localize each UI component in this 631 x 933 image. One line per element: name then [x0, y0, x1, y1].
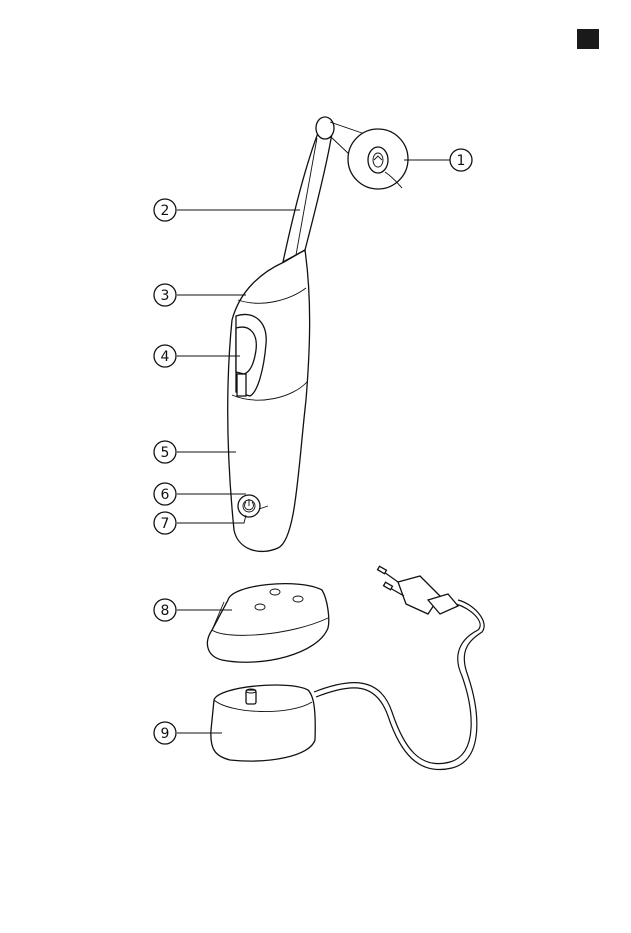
- callout-2: 2: [154, 199, 176, 221]
- callout-7: 7: [154, 512, 176, 534]
- power-plug: [378, 566, 458, 614]
- callout-3: 3: [154, 284, 176, 306]
- svg-text:4: 4: [161, 349, 170, 365]
- svg-text:1: 1: [457, 153, 466, 169]
- nozzle: [283, 121, 333, 262]
- charger-base: [211, 685, 315, 761]
- svg-text:9: 9: [161, 726, 170, 742]
- power-cord: [314, 600, 484, 770]
- device-handle: [228, 117, 334, 551]
- svg-text:5: 5: [161, 445, 170, 461]
- callout-6: 6: [154, 483, 176, 505]
- svg-text:7: 7: [161, 516, 170, 532]
- charger-cover: [207, 584, 328, 663]
- callout-9: 9: [154, 722, 176, 744]
- callout-5: 5: [154, 441, 176, 463]
- svg-text:3: 3: [161, 288, 170, 304]
- magnifier-detail: [330, 122, 408, 189]
- callout-4: 4: [154, 345, 176, 367]
- callout-1: 1: [450, 149, 472, 171]
- corner-marker: [577, 29, 599, 49]
- callout-8: 8: [154, 599, 176, 621]
- callouts: 1 2 3 4 5 6 7 8: [154, 149, 472, 744]
- nozzle-tip: [316, 117, 334, 139]
- svg-text:8: 8: [161, 603, 170, 619]
- svg-text:6: 6: [161, 487, 170, 503]
- svg-text:2: 2: [161, 203, 170, 219]
